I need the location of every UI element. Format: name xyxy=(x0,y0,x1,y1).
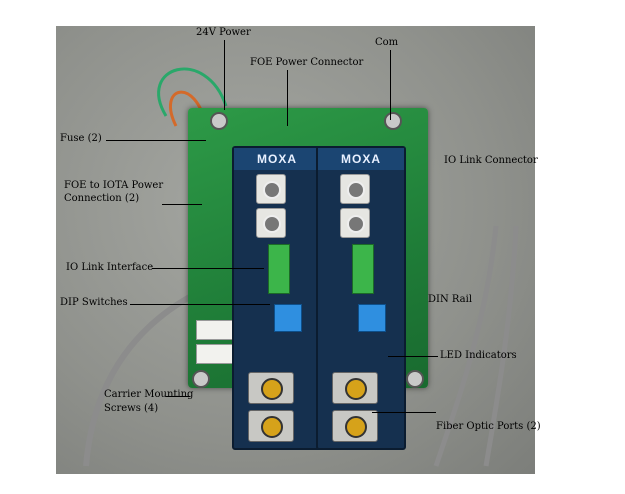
fiber-port xyxy=(248,410,294,442)
leader-line xyxy=(372,412,436,413)
rotary-switch xyxy=(340,174,370,204)
label-carrier-mounting-line2: Screws (4) xyxy=(104,403,159,414)
label-io-link-interface: IO Link Interface xyxy=(66,262,154,273)
label-foe-to-iota-line1: FOE to IOTA Power xyxy=(64,180,164,191)
moxa-module-left: MOXA xyxy=(232,146,322,450)
mounting-screw xyxy=(406,370,424,388)
leader-line xyxy=(224,40,225,110)
label-fuse: Fuse (2) xyxy=(60,133,102,144)
leader-line xyxy=(130,304,270,305)
label-din-rail: DIN Rail xyxy=(428,294,473,305)
fiber-port xyxy=(332,372,378,404)
module-brand: MOXA xyxy=(318,148,404,170)
label-foe-power-connector: FOE Power Connector xyxy=(250,57,364,68)
dip-switch-block xyxy=(358,304,386,332)
label-led-indicators: LED Indicators xyxy=(440,350,517,361)
leader-line xyxy=(152,268,264,269)
label-dip-switches: DIP Switches xyxy=(60,297,128,308)
label-carrier-mounting-line1: Carrier Mounting xyxy=(104,389,194,400)
mounting-screw xyxy=(192,370,210,388)
rotary-switch xyxy=(256,174,286,204)
rotary-switch xyxy=(256,208,286,238)
leader-line xyxy=(166,396,190,397)
label-foe-to-iota-line2: Connection (2) xyxy=(64,193,140,204)
leader-line xyxy=(162,204,202,205)
io-terminal-block xyxy=(352,244,374,294)
mounting-screw xyxy=(210,112,228,130)
label-24v-power: 24V Power xyxy=(196,27,251,38)
leader-line xyxy=(390,50,391,120)
leader-line xyxy=(287,70,288,126)
rotary-switch xyxy=(340,208,370,238)
mounting-screw xyxy=(384,112,402,130)
fiber-port xyxy=(248,372,294,404)
leader-line xyxy=(106,140,206,141)
dip-switch-block xyxy=(274,304,302,332)
moxa-module-right: MOXA xyxy=(316,146,406,450)
label-fiber-optic-ports: Fiber Optic Ports (2) xyxy=(436,421,541,432)
label-com: Com xyxy=(375,37,399,48)
fiber-port xyxy=(332,410,378,442)
module-brand: MOXA xyxy=(234,148,320,170)
label-io-link-connector: IO Link Connector xyxy=(444,155,538,166)
leader-line xyxy=(388,356,438,357)
io-terminal-block xyxy=(268,244,290,294)
